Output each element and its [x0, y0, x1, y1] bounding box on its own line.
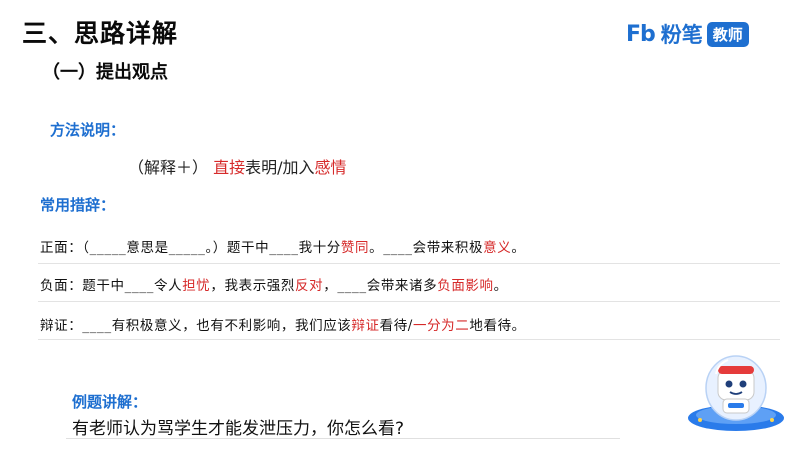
negative-highlight-2: 反对 [295, 278, 324, 294]
negative-highlight-3: 负面影响 [437, 278, 494, 294]
question-underline [66, 438, 620, 439]
example-question: 有老师认为骂学生才能发泄压力，你怎么看? [72, 419, 405, 439]
positive-text-1: 正面：（_____意思是_____。）题干中____我十分 [40, 240, 341, 256]
dialectic-text-2: 看待/ [379, 318, 413, 334]
dialectic-highlight-2: 一分为二 [412, 318, 470, 334]
divider [38, 339, 780, 340]
method-highlight-direct: 直接 [213, 158, 246, 177]
negative-text-3: ，____会带来诸多 [323, 278, 438, 294]
negative-text-4: 。 [493, 278, 508, 294]
logo-name: 粉笔 [660, 23, 703, 47]
brand-logo: Fb 粉笔 教师 [626, 20, 749, 48]
divider [38, 301, 780, 302]
logo-mark: Fb [626, 21, 656, 47]
example-label: 例题讲解： [72, 393, 148, 411]
negative-highlight-1: 担忧 [182, 278, 211, 294]
page-title: 三、思路详解 [22, 19, 179, 48]
method-prefix: （解释＋） [128, 158, 209, 177]
positive-text-2: 。____会带来积极 [369, 240, 484, 256]
negative-text-1: 负面：题干中____令人 [40, 278, 183, 294]
logo-badge: 教师 [706, 21, 749, 47]
positive-phrase: 正面：（_____意思是_____。）题干中____我十分赞同。____会带来积… [40, 236, 525, 256]
dialectic-text-3: 地看待。 [469, 318, 526, 334]
dialectic-highlight-1: 辩证 [351, 318, 380, 334]
section-subtitle: （一）提出观点 [42, 62, 168, 83]
method-text: （解释＋） 直接表明/加入感情 [128, 154, 347, 178]
phrases-label: 常用措辞： [40, 196, 116, 214]
dialectic-phrase: 辩证：____有积极意义，也有不利影响，我们应该辩证看待/一分为二地看待。 [40, 314, 526, 334]
positive-highlight-2: 意义 [483, 240, 512, 256]
method-mid: 表明/加入 [245, 158, 315, 177]
divider [38, 263, 780, 264]
dialectic-text-1: 辩证：____有积极意义，也有不利影响，我们应该 [40, 318, 352, 334]
method-highlight-emotion: 感情 [314, 158, 347, 177]
robot-mascot-icon [688, 355, 784, 431]
positive-text-3: 。 [511, 240, 526, 256]
negative-text-2: ，我表示强烈 [210, 278, 296, 294]
negative-phrase: 负面：题干中____令人担忧，我表示强烈反对，____会带来诸多负面影响。 [40, 274, 508, 294]
positive-highlight-1: 赞同 [340, 240, 370, 256]
method-label: 方法说明： [50, 121, 126, 139]
